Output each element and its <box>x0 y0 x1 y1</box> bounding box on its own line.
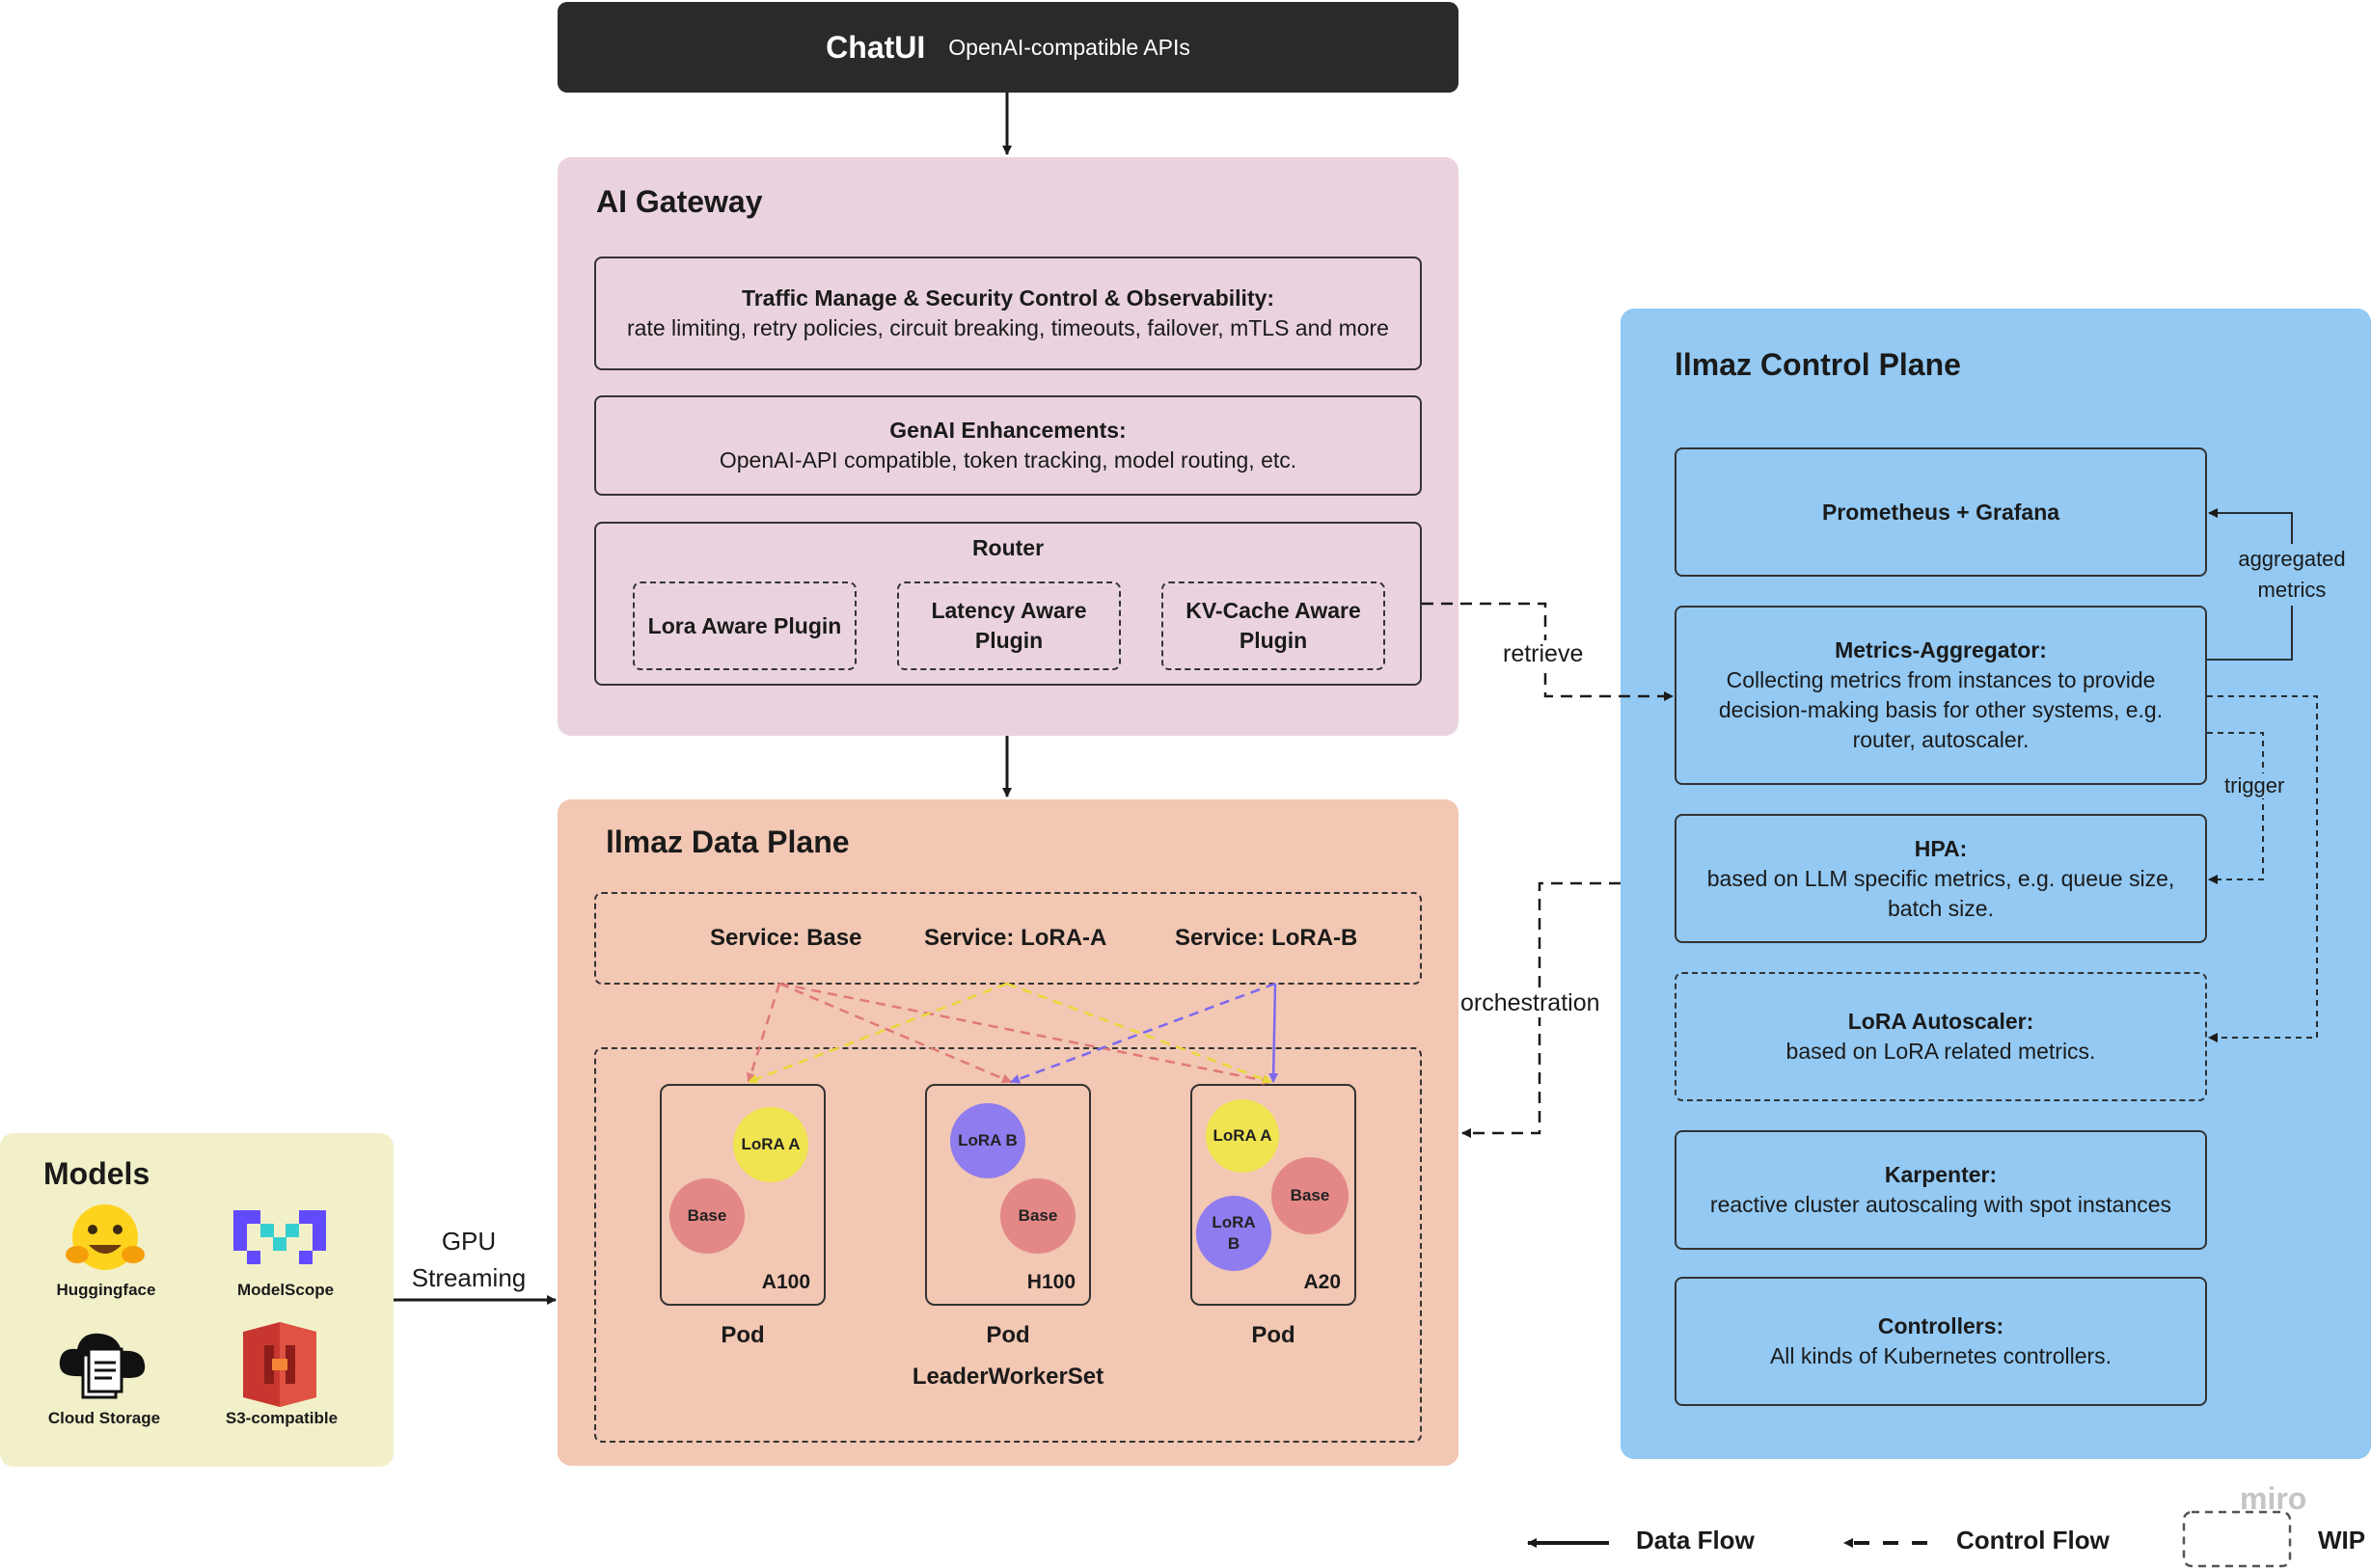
models-title: Models <box>43 1156 150 1191</box>
lora-autoscaler-title: LoRA Autoscaler: <box>1847 1009 2034 1034</box>
gpu-label: A100 <box>761 1271 810 1293</box>
lora-autoscaler-box: LoRA Autoscaler: based on LoRA related m… <box>1675 972 2207 1101</box>
retrieve-label: retrieve <box>1501 640 1586 668</box>
gpu-label: H100 <box>1026 1271 1076 1293</box>
lora-a-node: LoRA A <box>733 1107 808 1182</box>
pod-a20: LoRA A Base LoRA B A20 <box>1190 1084 1356 1306</box>
service-lora-b: Service: LoRA-B <box>1175 925 1358 951</box>
pod-a100: LoRA A Base A100 <box>660 1084 826 1306</box>
gpu-streaming-label: GPU Streaming <box>411 1227 527 1292</box>
pod-label: Pod <box>721 1322 765 1348</box>
genai-enhancements-desc: OpenAI-API compatible, token tracking, m… <box>719 447 1297 473</box>
ai-gateway-title: AI Gateway <box>596 184 763 219</box>
trigger-label: trigger <box>2222 773 2287 798</box>
karpenter-desc: reactive cluster autoscaling with spot i… <box>1709 1192 2172 1217</box>
kv-cache-aware-plugin: KV-Cache Aware Plugin <box>1161 581 1385 670</box>
pod-label: Pod <box>1251 1322 1295 1348</box>
prometheus-grafana-title: Prometheus + Grafana <box>1821 499 2060 525</box>
lora-aware-plugin: Lora Aware Plugin <box>633 581 857 670</box>
metrics-aggregator-box: Metrics-Aggregator: Collecting metrics f… <box>1675 606 2207 785</box>
traffic-management-box: Traffic Manage & Security Control & Obse… <box>594 257 1422 370</box>
huggingface-label: Huggingface <box>56 1281 156 1299</box>
karpenter-box: Karpenter: reactive cluster autoscaling … <box>1675 1130 2207 1250</box>
base-node: Base <box>669 1178 745 1254</box>
models-panel: Models Huggingface ModelScope <box>0 1133 394 1467</box>
chatui-title: ChatUI <box>826 29 926 65</box>
data-plane-title: llmaz Data Plane <box>606 825 850 859</box>
service-lora-a: Service: LoRA-A <box>924 925 1107 951</box>
base-node: Base <box>1271 1157 1349 1234</box>
hpa-desc: based on LLM specific metrics, e.g. queu… <box>1706 865 2175 921</box>
controllers-title: Controllers: <box>1877 1313 2004 1338</box>
lora-b-node: LoRA B <box>950 1103 1025 1178</box>
modelscope-icon <box>233 1210 326 1264</box>
data-plane-panel: llmaz Data Plane Service: Base Service: … <box>558 799 1458 1466</box>
control-plane-title: llmaz Control Plane <box>1675 347 1961 382</box>
traffic-management-desc: rate limiting, retry policies, circuit b… <box>627 315 1389 340</box>
wip-legend-label: WIP <box>2318 1526 2366 1554</box>
modelscope-label: ModelScope <box>236 1281 335 1299</box>
cloud-storage-icon <box>59 1333 146 1399</box>
lora-a-node: LoRA A <box>1206 1099 1279 1173</box>
lora-autoscaler-desc: based on LoRA related metrics. <box>1785 1039 2096 1064</box>
pod-label: Pod <box>986 1322 1030 1348</box>
base-node: Base <box>1000 1178 1076 1254</box>
miro-watermark: miro <box>2240 1481 2307 1516</box>
pod-h100: LoRA B Base H100 <box>925 1084 1091 1306</box>
latency-aware-plugin: Latency Aware Plugin <box>897 581 1121 670</box>
ai-gateway-panel: AI Gateway Traffic Manage & Security Con… <box>558 157 1458 736</box>
service-base: Service: Base <box>710 925 862 951</box>
services-box: Service: Base Service: LoRA-A Service: L… <box>594 892 1422 985</box>
genai-enhancements-title: GenAI Enhancements: <box>889 418 1127 443</box>
data-flow-legend-label: Data Flow <box>1636 1526 1755 1554</box>
s3-icon <box>243 1322 316 1407</box>
cloud-storage-label: Cloud Storage <box>47 1409 161 1427</box>
traffic-management-title: Traffic Manage & Security Control & Obse… <box>741 285 1275 311</box>
metrics-aggregator-title: Metrics-Aggregator: <box>1835 637 2047 662</box>
router-title: Router <box>971 535 1045 560</box>
aggregated-metrics-label: aggregated metrics <box>2224 544 2359 606</box>
wip-legend-box <box>2182 1510 2292 1568</box>
lora-b-node: LoRA B <box>1196 1196 1271 1271</box>
chatui-bar: ChatUI OpenAI-compatible APIs <box>558 2 1458 93</box>
huggingface-icon <box>66 1204 145 1270</box>
metrics-aggregator-desc: Collecting metrics from instances to pro… <box>1718 667 2164 752</box>
s3-label: S3-compatible <box>225 1409 339 1427</box>
hpa-title: HPA: <box>1914 835 1968 861</box>
hpa-box: HPA: based on LLM specific metrics, e.g.… <box>1675 814 2207 943</box>
karpenter-title: Karpenter: <box>1884 1162 1998 1187</box>
controllers-box: Controllers: All kinds of Kubernetes con… <box>1675 1277 2207 1406</box>
leaderworkerset-label: LeaderWorkerSet <box>912 1364 1104 1390</box>
prometheus-grafana-box: Prometheus + Grafana <box>1675 447 2207 577</box>
controllers-desc: All kinds of Kubernetes controllers. <box>1769 1343 2112 1368</box>
control-plane-panel: llmaz Control Plane Prometheus + Grafana… <box>1621 309 2371 1459</box>
router-box: Router Lora Aware Plugin Latency Aware P… <box>594 522 1422 686</box>
control-flow-legend-label: Control Flow <box>1956 1526 2110 1554</box>
chatui-subtitle: OpenAI-compatible APIs <box>948 34 1190 60</box>
orchestration-label: orchestration <box>1460 989 1600 1017</box>
genai-enhancements-box: GenAI Enhancements: OpenAI-API compatibl… <box>594 395 1422 496</box>
gpu-label: A20 <box>1303 1271 1341 1293</box>
